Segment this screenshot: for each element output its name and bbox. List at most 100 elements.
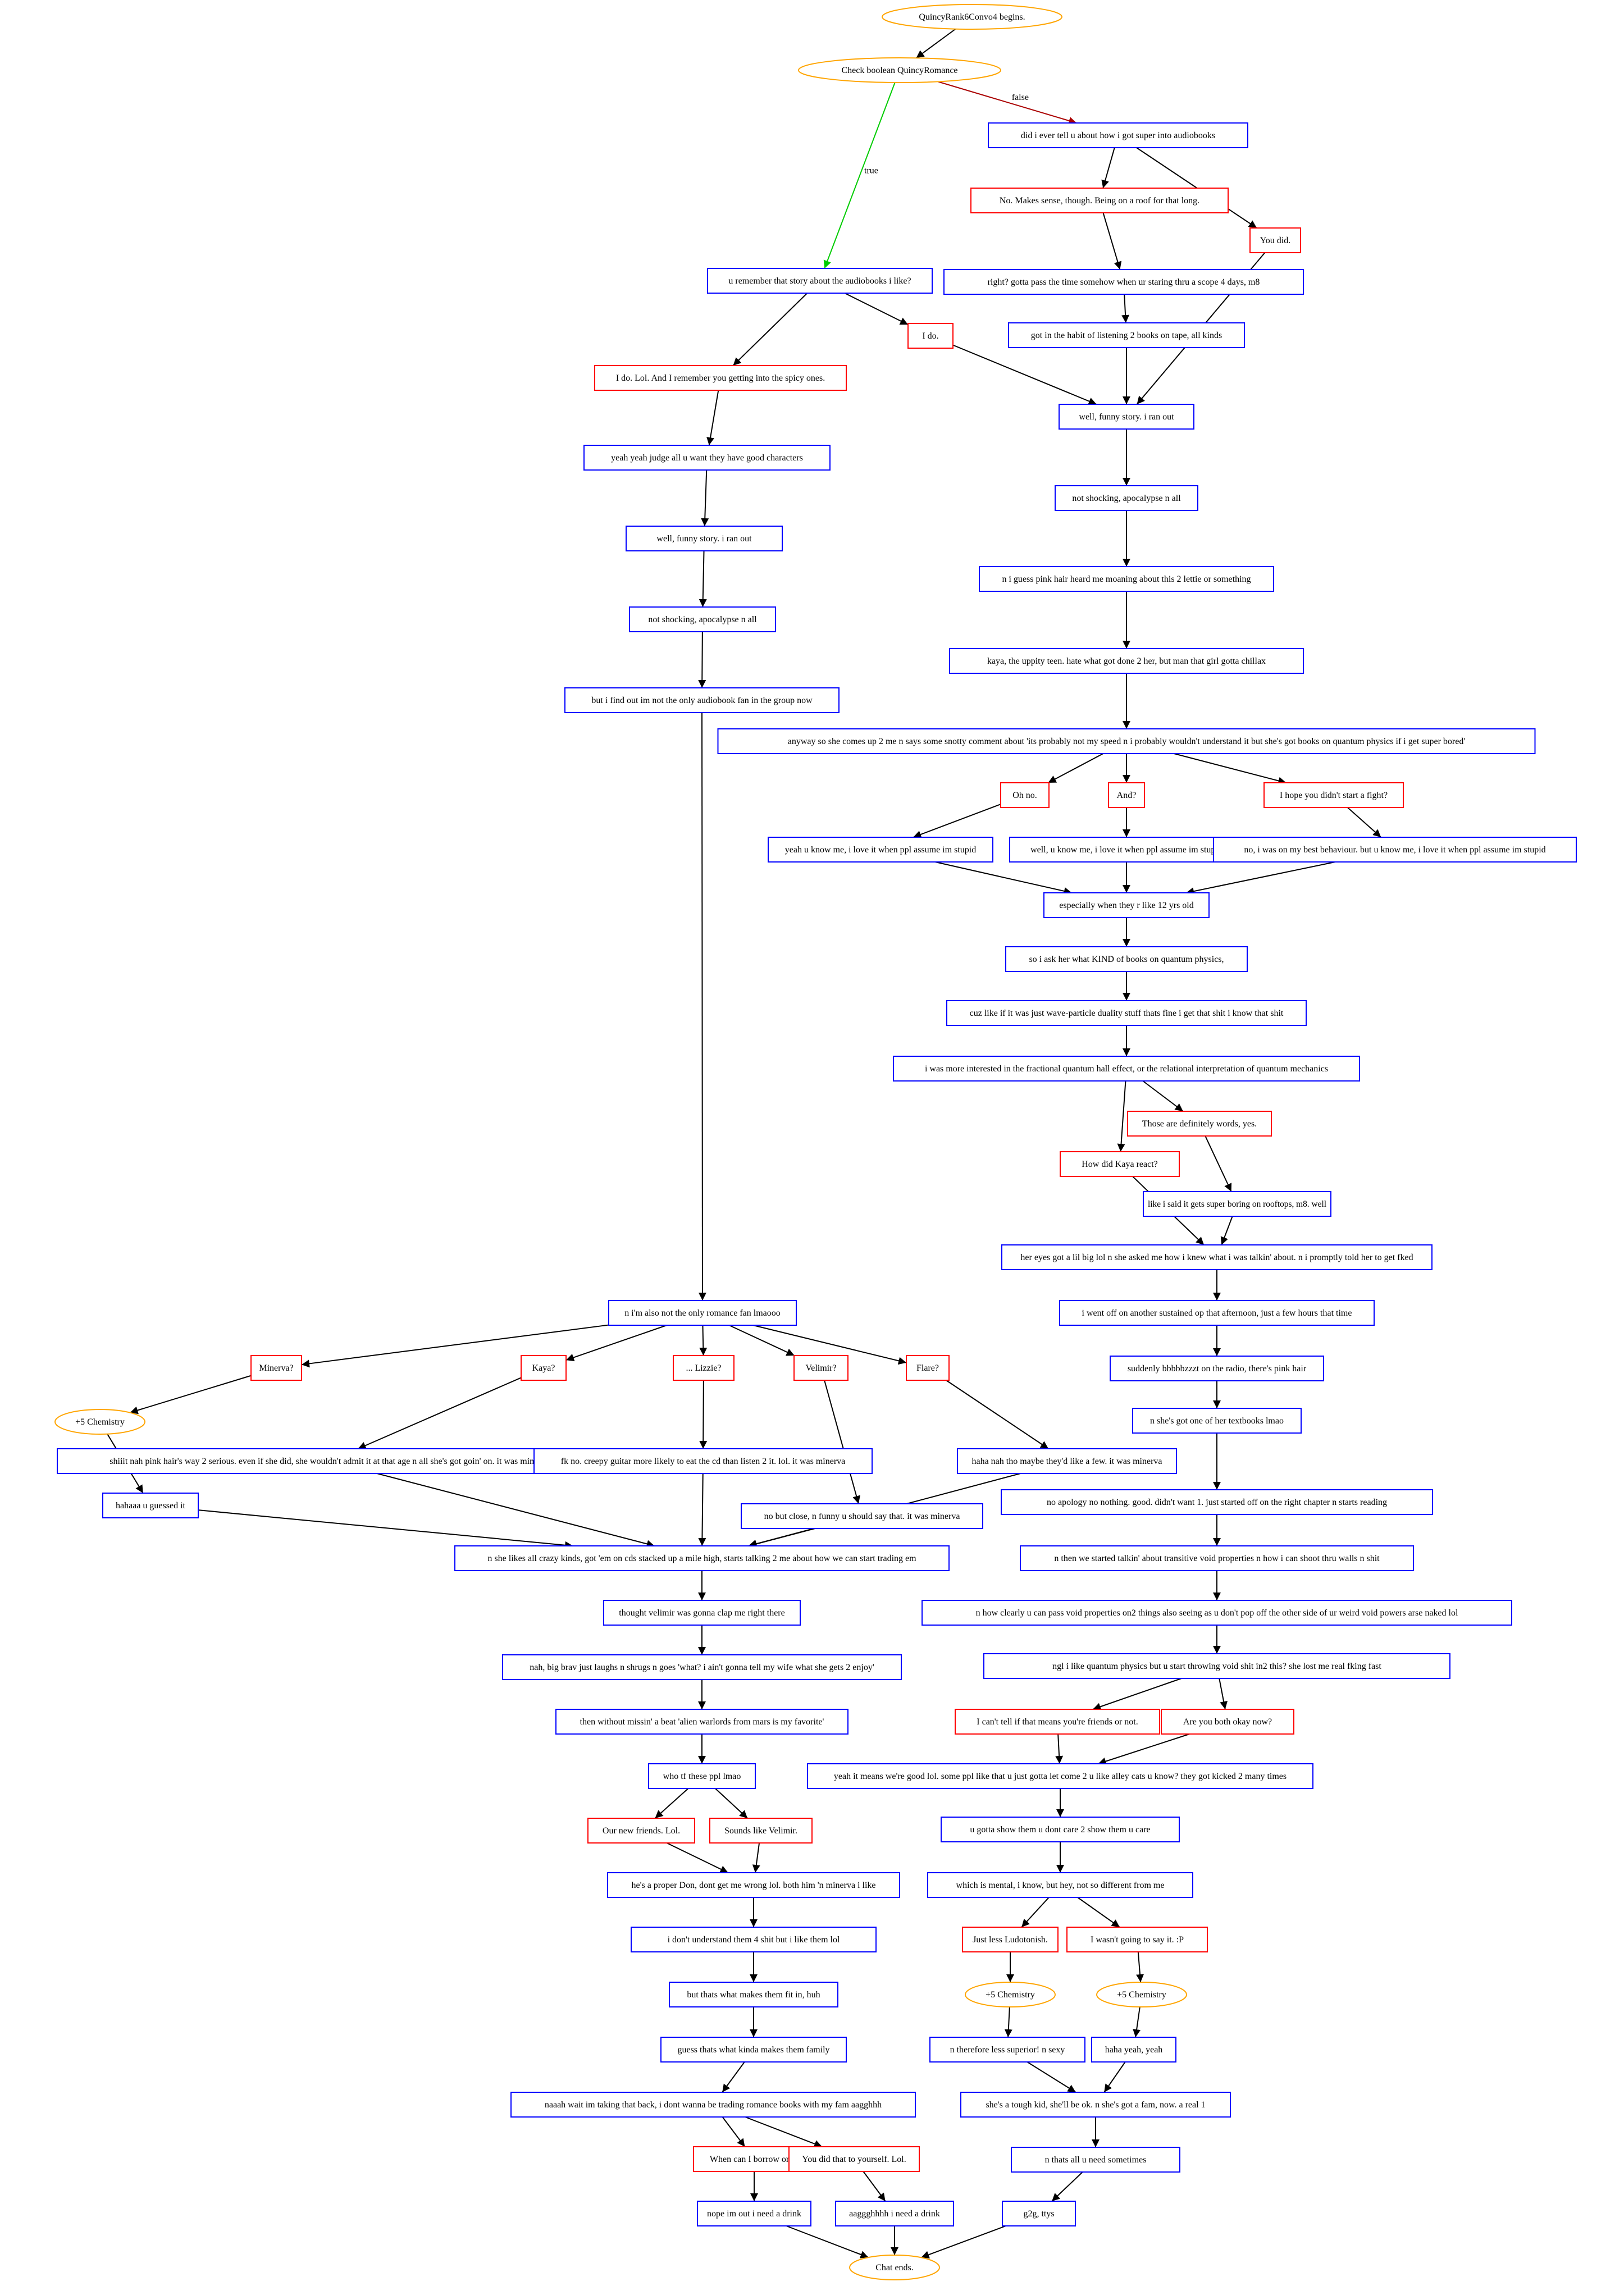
player-node-f3: You did.: [1249, 227, 1301, 253]
edge-l21b-to-l22b: [863, 2171, 886, 2202]
npc-node-label: ngl i like quantum physics but u start t…: [1052, 1662, 1381, 1671]
npc-node-l17: i don't understand them 4 shit but i lik…: [631, 1927, 877, 1952]
npc-node-shape: [564, 687, 840, 713]
player-node-t2: I do.: [907, 323, 954, 349]
edge-l20-to-l21a: [722, 2116, 746, 2147]
player-node-l6b: Kaya?: [521, 1355, 567, 1381]
edge-l22a-to-end: [786, 2225, 869, 2258]
event-node-label: Chat ends.: [875, 2263, 914, 2273]
player-node-r26b: I wasn't going to say it. :P: [1066, 1927, 1208, 1952]
npc-node-r25: which is mental, i know, but hey, not so…: [927, 1872, 1193, 1898]
player-node-shape: [962, 1927, 1059, 1952]
edge-l6c-to-l8c: [699, 1380, 708, 1449]
player-node-label: Flare?: [916, 1363, 939, 1373]
edge-r25-to-r26a: [1021, 1897, 1050, 1928]
npc-node-label: her eyes got a lil big lol n she asked m…: [1020, 1253, 1413, 1262]
npc-node-shape: [631, 1927, 877, 1952]
npc-node-label: i don't understand them 4 shit but i lik…: [668, 1935, 840, 1945]
player-node-label: No. Makes sense, though. Being on a roof…: [1000, 196, 1199, 206]
npc-node-r16: suddenly bbbbbzzzt on the radio, there's…: [1110, 1356, 1324, 1381]
npc-node-l13: then without missin' a beat 'alien warlo…: [555, 1709, 849, 1735]
npc-node-r21: ngl i like quantum physics but u start t…: [983, 1653, 1450, 1679]
npc-node-shape: [510, 2092, 916, 2118]
npc-node-label: naaah wait im taking that back, i dont w…: [545, 2100, 882, 2110]
npc-node-shape: [1001, 1244, 1433, 1270]
event-node-label: Check boolean QuincyRomance: [841, 66, 957, 75]
player-node-shape: [906, 1355, 950, 1381]
player-node-shape: [1108, 782, 1145, 808]
player-node-r6a: Oh no.: [1000, 782, 1050, 808]
npc-node-f4: right? gotta pass the time somehow when …: [943, 269, 1304, 295]
npc-node-label: got in the habit of listening 2 books on…: [1031, 331, 1222, 340]
event-node-shape: [54, 1409, 145, 1435]
npc-node-label: not shocking, apocalypse n all: [1072, 494, 1181, 503]
edge-t1-to-t3: [732, 293, 808, 366]
edge-r5-to-r6c: [1174, 753, 1287, 785]
npc-node-r13: like i said it gets super boring on roof…: [1143, 1191, 1331, 1217]
player-node-label: You did that to yourself. Lol.: [802, 2155, 906, 2164]
player-node-label: You did.: [1260, 236, 1290, 245]
player-node-shape: [788, 2146, 920, 2172]
npc-node-l4: but i find out im not the only audiobook…: [564, 687, 840, 713]
player-node-l6e: Flare?: [906, 1355, 950, 1381]
npc-node-shape: [807, 1763, 1313, 1789]
npc-node-label: well, u know me, i love it when ppl assu…: [1030, 845, 1222, 855]
edge-label-true: true: [864, 166, 878, 175]
npc-node-r2: not shocking, apocalypse n all: [1055, 485, 1198, 511]
edge-r30-to-r31: [1051, 2171, 1083, 2202]
npc-node-l1: yeah yeah judge all u want they have goo…: [583, 445, 831, 471]
npc-node-shape: [533, 1448, 873, 1474]
edge-l5-to-l6b: [565, 1325, 667, 1362]
npc-node-shape: [1091, 2037, 1176, 2063]
edge-f4-to-f5: [1121, 294, 1130, 323]
edge-r5-to-r6a: [1048, 753, 1103, 783]
npc-node-l8b: shiiit nah pink hair's way 2 serious. ev…: [57, 1448, 603, 1474]
player-node-label: Those are definitely words, yes.: [1142, 1119, 1257, 1129]
npc-node-label: shiiit nah pink hair's way 2 serious. ev…: [110, 1457, 549, 1466]
npc-node-shape: [1005, 946, 1248, 972]
edge-r28a-to-r29: [1027, 2061, 1076, 2093]
player-node-l6a: Minerva?: [250, 1355, 302, 1381]
npc-node-l8c: fk no. creepy guitar more likely to eat …: [533, 1448, 873, 1474]
edge-l19-to-l20: [722, 2061, 745, 2093]
player-node-label: I do. Lol. And I remember you getting in…: [616, 373, 825, 383]
player-node-l15a: Our new friends. Lol.: [587, 1818, 695, 1844]
npc-node-r8: especially when they r like 12 yrs old: [1043, 892, 1210, 918]
npc-node-label: n then we started talkin' about transiti…: [1054, 1554, 1380, 1563]
npc-node-r24: u gotta show them u dont care 2 show the…: [941, 1817, 1180, 1842]
npc-node-label: haha yeah, yeah: [1105, 2045, 1163, 2055]
npc-node-shape: [927, 1872, 1193, 1898]
npc-node-r18: no apology no nothing. good. didn't want…: [1001, 1489, 1433, 1515]
player-node-label: Oh no.: [1012, 791, 1037, 800]
edge-check-to-t1: [823, 82, 896, 269]
npc-node-r7c: no, i was on my best behaviour. but u kn…: [1213, 837, 1577, 863]
player-node-r22b: Are you both okay now?: [1161, 1709, 1294, 1735]
npc-node-shape: [707, 268, 933, 294]
npc-node-label: fk no. creepy guitar more likely to eat …: [561, 1457, 846, 1466]
edge-r6c-to-r7c: [1347, 807, 1381, 838]
player-node-label: Minerva?: [259, 1363, 293, 1373]
npc-node-shape: [1020, 1545, 1414, 1571]
npc-node-label: hahaaa u guessed it: [116, 1501, 186, 1511]
edge-t1-to-t2: [844, 293, 909, 325]
edge-l5-to-l6e: [752, 1325, 907, 1365]
npc-node-label: no, i was on my best behaviour. but u kn…: [1244, 845, 1545, 855]
player-node-shape: [594, 365, 847, 391]
npc-node-shape: [835, 2201, 954, 2226]
npc-node-l22b: aaggghhhh i need a drink: [835, 2201, 954, 2226]
npc-node-label: i was more interested in the fractional …: [925, 1064, 1328, 1074]
npc-node-label: anyway so she comes up 2 me n says some …: [788, 737, 1466, 746]
edge-r7c-to-r8: [1186, 861, 1335, 896]
npc-node-shape: [979, 566, 1274, 592]
player-node-r12a: Those are definitely words, yes.: [1127, 1111, 1272, 1137]
player-node-label: I do.: [922, 331, 938, 341]
edge-r27b-to-r28b: [1133, 2006, 1141, 2038]
player-node-shape: [1060, 1151, 1180, 1177]
npc-node-label: yeah it means we're good lol. some ppl l…: [834, 1772, 1287, 1781]
edge-l6a-to-l7: [130, 1375, 252, 1415]
edge-l5-to-l6c: [699, 1325, 708, 1356]
npc-node-r7b: well, u know me, i love it when ppl assu…: [1009, 837, 1244, 863]
npc-node-label: she's a tough kid, she'll be ok. n she's…: [986, 2100, 1205, 2110]
npc-node-label: g2g, ttys: [1023, 2209, 1054, 2219]
player-node-label: I can't tell if that means you're friend…: [977, 1717, 1138, 1727]
